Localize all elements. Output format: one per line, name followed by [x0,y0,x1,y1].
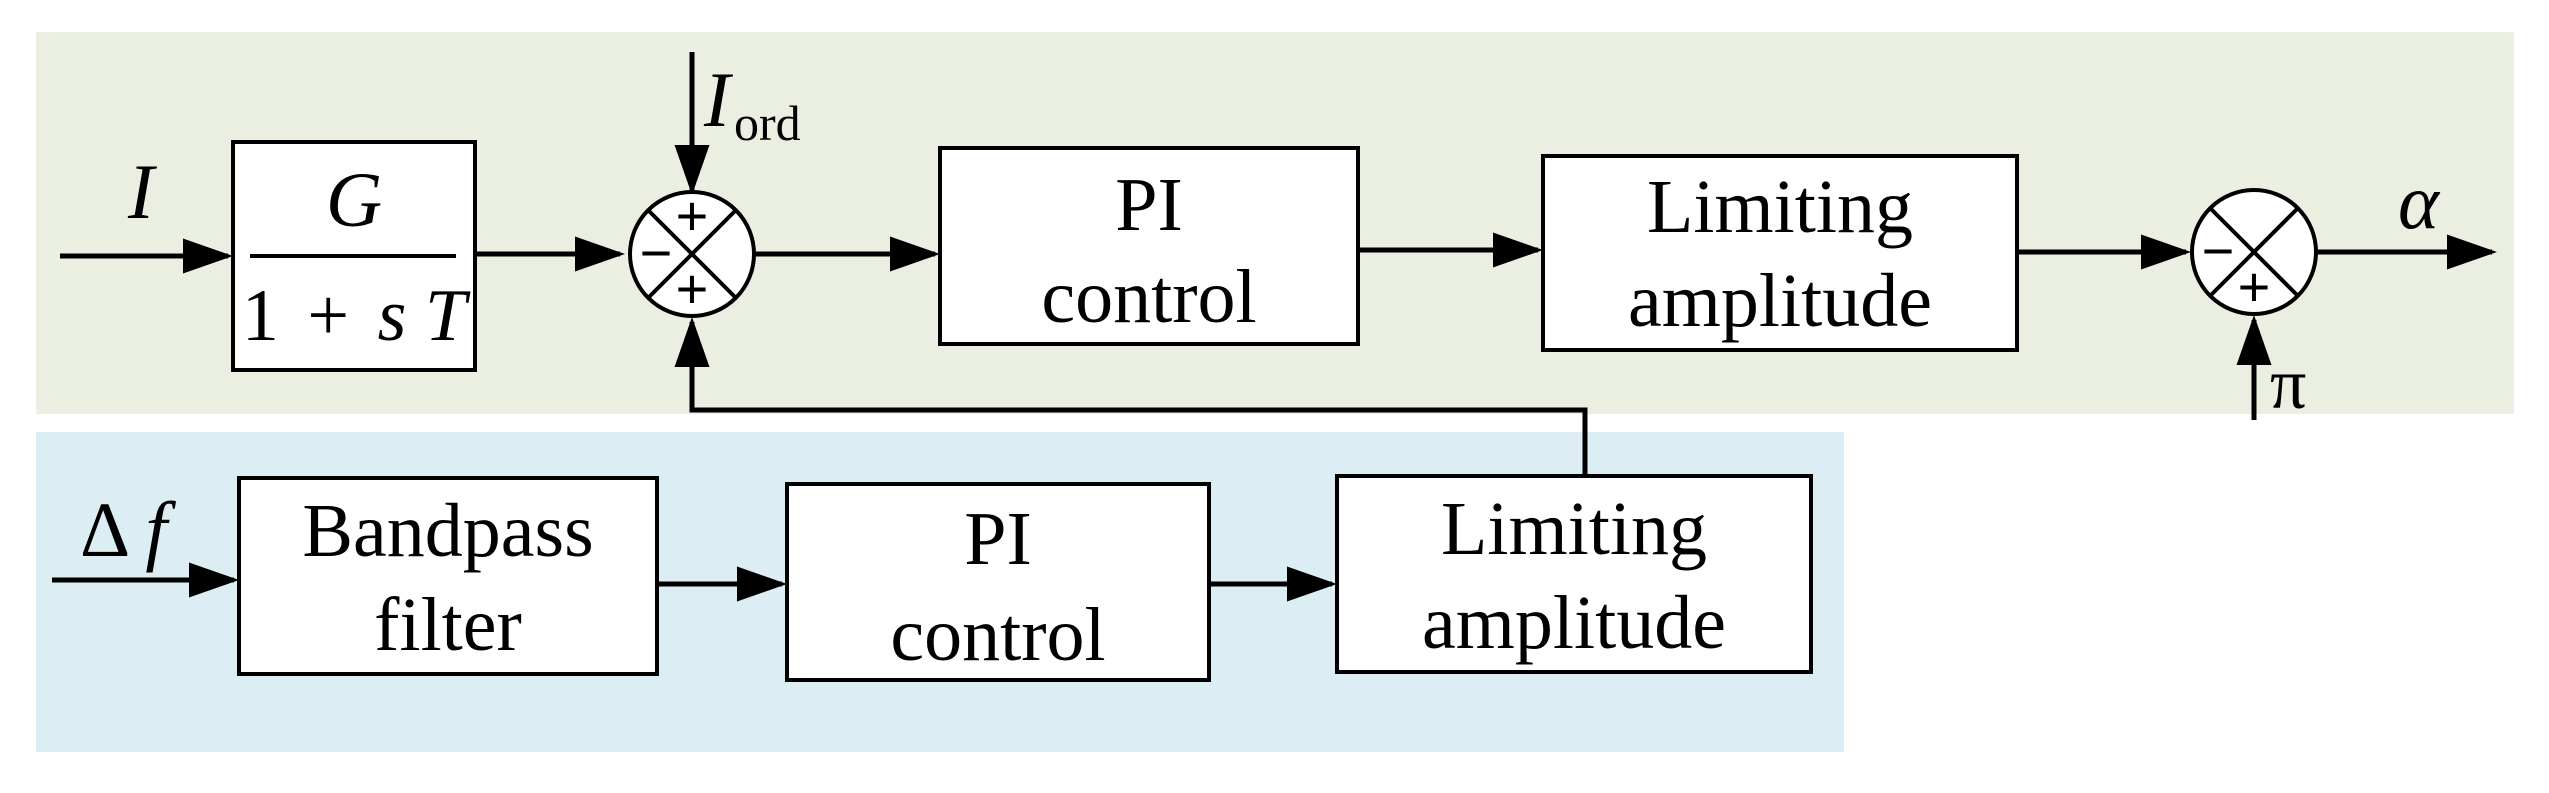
lowpass-den-t: T [425,275,471,357]
limiting-amplitude-block-top [1541,154,2019,352]
sum1-top-sign: + [676,184,709,247]
pi-bottom-line2: control [890,593,1105,677]
lowpass-denominator: 1 + s T [242,275,471,357]
pi-top-line2: control [1041,255,1256,339]
pi-top-line1: PI [1115,163,1183,247]
lowpass-den-plus: + [307,275,349,357]
summing-junction-1: + − + [628,184,756,320]
input-i-label: I [127,148,158,235]
pi-control-block-bottom [785,482,1211,682]
summing-junction-2: − + [2190,188,2318,318]
bandpass-line1: Bandpass [302,489,593,573]
lowpass-numerator: G [326,156,382,243]
sum2-left-sign: − [2202,219,2235,282]
lowpass-den-one: 1 [242,275,279,357]
sum1-left-sign: − [640,221,673,284]
order-current-base: I [703,56,734,143]
alpha-output-label: α [2398,158,2441,245]
limiting-amplitude-block-bottom [1335,474,1813,674]
lower-to-sum1-feedback-wire [674,317,1588,476]
order-current-label: I ord [703,56,801,151]
limit-bottom-line2: amplitude [1422,581,1726,665]
delta-f-label: Δ f [80,486,176,573]
pi-bottom-line1: PI [964,497,1032,581]
order-current-sub: ord [734,95,801,151]
pi-control-block-top [938,146,1360,346]
limit-bottom-line1: Limiting [1441,487,1707,571]
sum1-bottom-sign: + [676,257,709,320]
limit-top-line2: amplitude [1628,259,1932,343]
bandpass-line2: filter [374,583,522,667]
sum2-bottom-sign: + [2238,255,2271,318]
pi-constant-label: π [2270,344,2306,424]
lowpass-den-s: s [378,275,407,357]
bandpass-filter-block [237,476,659,676]
delta-symbol: Δ [80,486,128,573]
limit-top-line1: Limiting [1647,165,1913,249]
